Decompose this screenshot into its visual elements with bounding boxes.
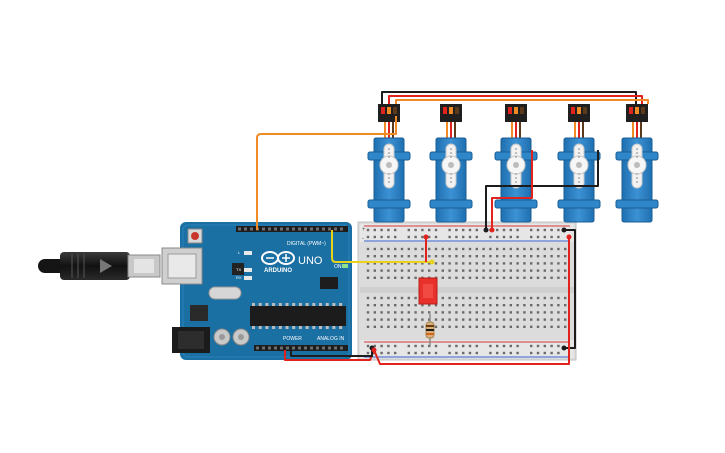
- wire-endpoints: [369, 227, 572, 353]
- rail-plus-label: +: [362, 227, 366, 233]
- arduino-board[interactable]: ARDUINO UNO DIGITAL (PWM~) POWER ANALOG …: [161, 222, 352, 360]
- servo-motor[interactable]: [557, 104, 601, 223]
- arduino-logo-icon: [261, 251, 295, 265]
- l-label: L: [238, 250, 241, 255]
- resistor: [425, 314, 435, 346]
- wires: [256, 91, 649, 365]
- power-header-label: POWER: [283, 336, 302, 342]
- rx-led-icon: [244, 276, 252, 280]
- digital-header-label: DIGITAL (PWM~): [287, 241, 326, 247]
- servo-motor[interactable]: [367, 104, 411, 223]
- servo-shaft-icon: [386, 162, 392, 168]
- servo-motor[interactable]: [429, 104, 473, 223]
- servo-shaft-icon: [513, 162, 519, 168]
- tx-label: TX: [236, 267, 241, 272]
- servo-motor[interactable]: [615, 104, 659, 223]
- servo-motor[interactable]: [494, 104, 538, 223]
- rx-label: RX: [236, 275, 242, 280]
- servo-group: [367, 104, 659, 223]
- push-button[interactable]: [418, 277, 438, 305]
- servo-shaft-icon: [576, 162, 582, 168]
- rail-minus-label: -: [362, 236, 364, 242]
- l-led-icon: [244, 251, 252, 255]
- tx-led-icon: [244, 268, 252, 272]
- on-label: ON: [334, 264, 342, 270]
- analog-header-label: ANALOG IN: [317, 336, 345, 342]
- on-led-icon: [342, 264, 348, 268]
- breadboard[interactable]: + -: [357, 221, 577, 361]
- button-signal-wire[interactable]: [331, 230, 432, 263]
- reset-button[interactable]: [191, 232, 199, 240]
- model-label: UNO: [298, 255, 323, 267]
- usb-cable[interactable]: [38, 252, 161, 280]
- servo-shaft-icon: [634, 162, 640, 168]
- atmega-chip: [250, 306, 346, 326]
- brand-label: ARDUINO: [264, 268, 292, 274]
- signal-wire[interactable]: [256, 116, 397, 230]
- servo-shaft-icon: [448, 162, 454, 168]
